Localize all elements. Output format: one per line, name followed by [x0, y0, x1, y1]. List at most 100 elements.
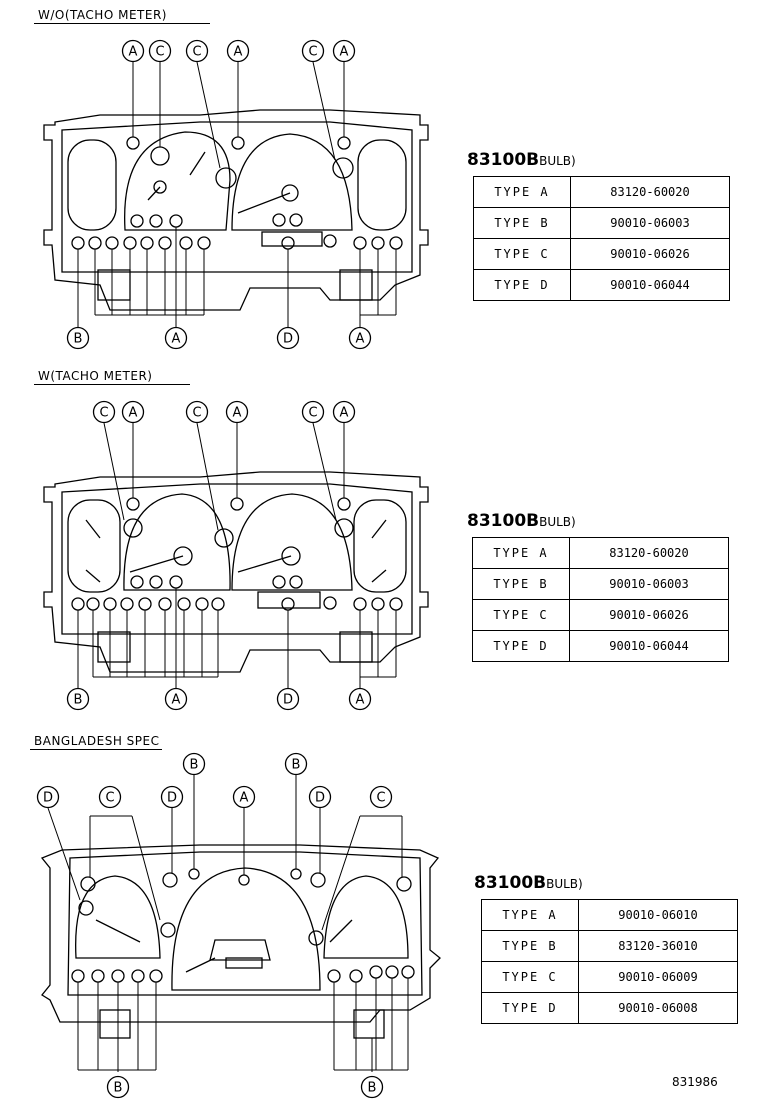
callout-letter: D: [315, 791, 325, 806]
callout-b: B: [66, 687, 90, 711]
callout-circle: [148, 39, 172, 63]
callout-letter: C: [308, 45, 317, 60]
callout-circle: [36, 785, 60, 809]
tachometer-face: [123, 493, 231, 591]
callout-circle: [332, 400, 356, 424]
section-title-underline: [34, 23, 210, 24]
bulb-socket: [120, 597, 134, 611]
bulb-part-number: 90010-06003: [570, 207, 730, 239]
bulb-socket: [353, 236, 367, 250]
callout-c: C: [98, 785, 122, 809]
lcd-panel: [261, 231, 323, 247]
callout-letter: A: [234, 45, 243, 60]
callout-circle: [369, 785, 393, 809]
bulb-socket: [80, 876, 96, 892]
part-suffix: BULB): [539, 515, 576, 529]
callout-a: A: [348, 687, 372, 711]
bulb-socket: [215, 167, 237, 189]
cluster-housing: [43, 471, 429, 673]
needle-hub: [281, 546, 301, 566]
bulb-socket: [71, 969, 85, 983]
section-title-w-tacho: W(TACHO METER): [38, 369, 153, 383]
callout-circle: [301, 39, 325, 63]
callout-letter: C: [155, 45, 164, 60]
bulb-socket: [337, 136, 351, 150]
callout-letter: B: [190, 758, 199, 773]
callout-c: C: [185, 400, 209, 424]
bulb-socket: [272, 575, 286, 589]
callout-b: B: [66, 326, 90, 350]
callout-circle: [121, 39, 145, 63]
callout-circle: [348, 687, 372, 711]
bulb-socket: [71, 236, 85, 250]
callout-letter: A: [340, 45, 349, 60]
bulb-socket: [323, 596, 337, 610]
bulb-type: TYPE C: [481, 961, 579, 993]
bulb-socket: [289, 213, 303, 227]
speedometer-face: [231, 493, 353, 591]
needle: [371, 569, 387, 583]
needle: [85, 569, 101, 583]
callout-a: A: [225, 400, 249, 424]
callout-letter: C: [308, 406, 317, 421]
callout-circle: [121, 400, 145, 424]
bulb-socket: [371, 597, 385, 611]
cluster-rim: [61, 121, 413, 273]
section-title-underline: [30, 749, 162, 750]
bulb-socket: [349, 969, 363, 983]
bulb-socket: [230, 497, 244, 511]
cluster-housing: [40, 844, 441, 1023]
callout-circle: [332, 39, 356, 63]
bulb-socket: [130, 214, 144, 228]
callout-circle: [185, 400, 209, 424]
callout-letter: D: [167, 791, 177, 806]
bulb-socket: [332, 157, 354, 179]
bulb-socket: [103, 597, 117, 611]
part-suffix: BULB): [546, 877, 583, 891]
callout-circle: [284, 752, 308, 776]
connector: [339, 631, 373, 663]
cluster-bangladesh: [40, 775, 441, 1072]
bulb-part-number: 90010-06010: [578, 899, 738, 931]
bulb-socket: [149, 575, 163, 589]
bulb-socket: [150, 146, 170, 166]
callout-c: C: [92, 400, 116, 424]
callout-letter: D: [283, 693, 293, 708]
bulb-part-number: 83120-36010: [578, 930, 738, 962]
bulb-socket: [369, 965, 383, 979]
callout-b: B: [360, 1075, 384, 1099]
section-title-bangladesh: BANGLADESH SPEC: [34, 734, 160, 748]
callout-a: A: [164, 687, 188, 711]
diagram-id: 831986: [672, 1075, 718, 1089]
callout-circle: [276, 326, 300, 350]
left-window: [67, 139, 117, 231]
callout-d: D: [276, 687, 300, 711]
bulb-socket: [371, 236, 385, 250]
left-window: [67, 499, 121, 593]
part-number-label: 83100BBULB): [467, 511, 576, 531]
leader-lines: [47, 775, 409, 1072]
bulb-socket: [353, 597, 367, 611]
callout-d: D: [160, 785, 184, 809]
needle: [237, 555, 292, 573]
bulb-part-number: 83120-60020: [569, 537, 729, 569]
connector: [353, 1009, 385, 1039]
bulb-socket: [169, 575, 183, 589]
left-gauge-face: [124, 131, 231, 231]
callout-a: A: [348, 326, 372, 350]
needle: [237, 192, 291, 214]
part-number: 83100B: [467, 150, 540, 170]
callout-circle: [360, 1075, 384, 1099]
callout-letter: C: [376, 791, 385, 806]
needle-hub: [173, 546, 193, 566]
connector: [97, 269, 131, 301]
bulb-socket: [111, 969, 125, 983]
bulb-socket: [396, 876, 412, 892]
callout-letter: B: [368, 1081, 377, 1096]
bulb-part-number: 90010-06044: [569, 630, 729, 662]
